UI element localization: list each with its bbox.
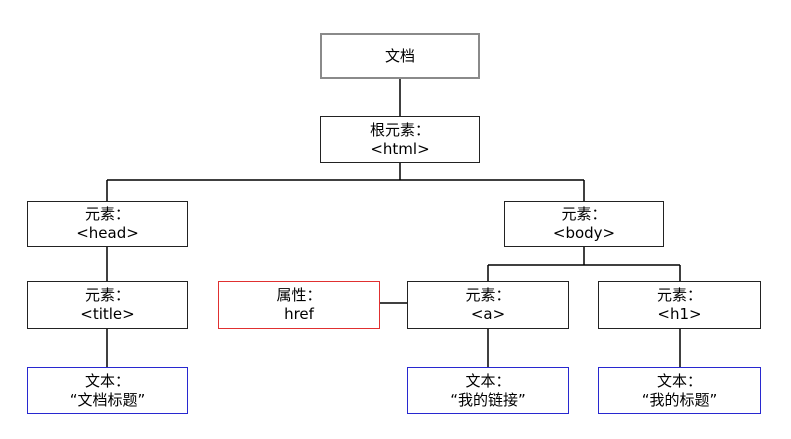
h1-element-tag: <h1>: [657, 305, 702, 323]
head-element-caption: 元素：: [84, 205, 130, 223]
title-text-value: “文档标题”: [69, 390, 146, 409]
h1-text-value: “我的标题”: [641, 390, 718, 409]
anchor-element-caption: 元素：: [465, 286, 511, 304]
href-attribute-node: 属性： href: [218, 281, 380, 329]
anchor-element-node: 元素： <a>: [407, 281, 569, 329]
h1-text-node: 文本： “我的标题”: [598, 367, 761, 414]
head-element-node: 元素： <head>: [27, 201, 188, 247]
body-element-caption: 元素：: [561, 205, 607, 223]
href-attribute-caption: 属性：: [276, 286, 322, 304]
h1-text-caption: 文本：: [656, 371, 702, 390]
h1-element-caption: 元素：: [656, 286, 702, 304]
root-element-node: 根元素： <html>: [320, 116, 480, 163]
anchor-element-tag: <a>: [470, 305, 506, 323]
link-text-node: 文本： “我的链接”: [407, 367, 569, 414]
document-label: 文档: [384, 46, 415, 65]
root-element-caption: 根元素：: [369, 120, 430, 139]
title-element-tag: <title>: [80, 305, 135, 323]
title-text-caption: 文本：: [84, 371, 130, 390]
body-element-tag: <body>: [552, 224, 616, 242]
document-node: 文档: [320, 33, 480, 79]
link-text-caption: 文本：: [465, 371, 511, 390]
title-element-caption: 元素：: [84, 286, 130, 304]
root-element-tag: <html>: [370, 139, 430, 158]
href-attribute-name: href: [284, 305, 314, 323]
title-element-node: 元素： <title>: [27, 281, 188, 329]
h1-element-node: 元素： <h1>: [598, 281, 761, 329]
body-element-node: 元素： <body>: [504, 201, 664, 247]
head-element-tag: <head>: [76, 224, 139, 242]
title-text-node: 文本： “文档标题”: [27, 367, 188, 414]
link-text-value: “我的链接”: [450, 390, 526, 409]
